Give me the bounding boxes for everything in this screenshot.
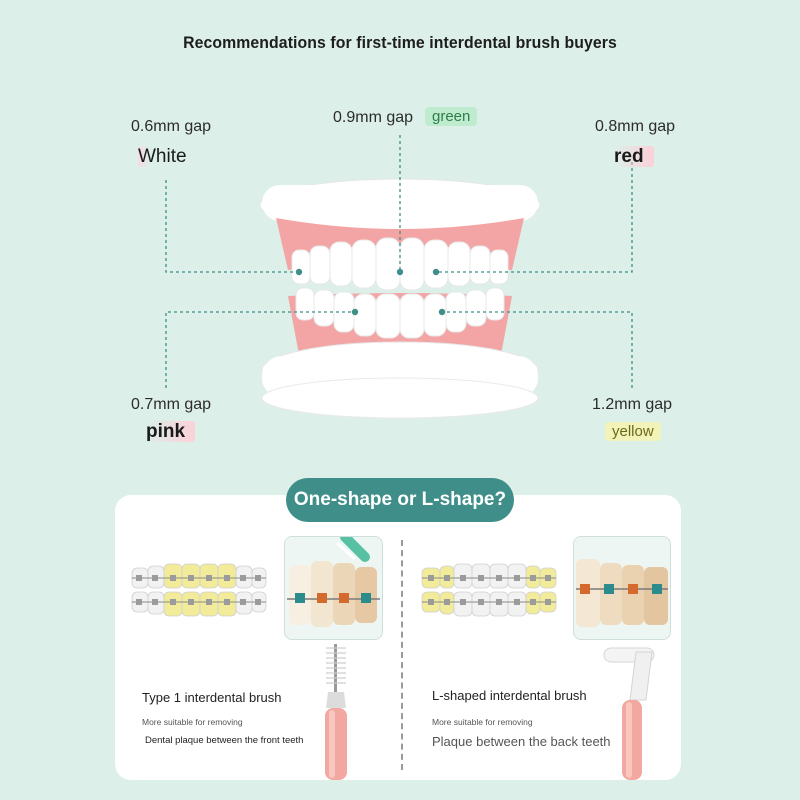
front-teeth-braces-photo — [284, 536, 383, 640]
l-shaped-brush-icon — [603, 647, 655, 780]
braces-back-teeth-illustration — [421, 563, 557, 617]
page-title: Recommendations for first-time interdent… — [183, 33, 617, 52]
back-teeth-braces-photo — [573, 536, 671, 640]
straight-brush-icon — [325, 644, 347, 780]
color-label: green — [425, 107, 478, 126]
braces-photo-icon — [285, 537, 382, 639]
type1-brush-note: More suitable for removing — [142, 717, 243, 727]
denture-model-illustration — [165, 135, 633, 419]
panel-divider — [401, 540, 403, 770]
color-label: yellow — [605, 422, 661, 441]
gap-label-0-6mm: 0.6mm gap — [131, 118, 212, 135]
gap-label-0-9mm: 0.9mm gap — [333, 109, 414, 126]
braces-front-teeth-illustration — [131, 563, 267, 617]
brush-color-red: red — [614, 146, 654, 168]
brush-color-green: green — [425, 107, 478, 126]
comparison-heading: One-shape or L-shape? — [286, 478, 514, 522]
type1-brush-detail: Dental plaque between the front teeth — [145, 735, 304, 746]
gap-label-0-7mm: 0.7mm gap — [131, 396, 212, 413]
gap-label-1-2mm: 1.2mm gap — [592, 396, 673, 413]
l-shaped-brush-title: L-shaped interdental brush — [432, 688, 587, 703]
brush-color-white: White — [138, 146, 187, 168]
color-label: pink — [146, 421, 196, 442]
brush-color-pink: pink — [146, 421, 196, 443]
gap-label-0-8mm: 0.8mm gap — [595, 118, 676, 135]
color-label: White — [138, 146, 187, 167]
l-shaped-brush-note: More suitable for removing — [432, 717, 533, 727]
color-label: red — [614, 146, 654, 167]
brush-color-yellow: yellow — [605, 422, 661, 441]
braces-photo-icon — [574, 537, 670, 639]
l-shaped-brush-detail: Plaque between the back teeth — [432, 734, 611, 749]
type1-brush-title: Type 1 interdental brush — [142, 690, 282, 705]
